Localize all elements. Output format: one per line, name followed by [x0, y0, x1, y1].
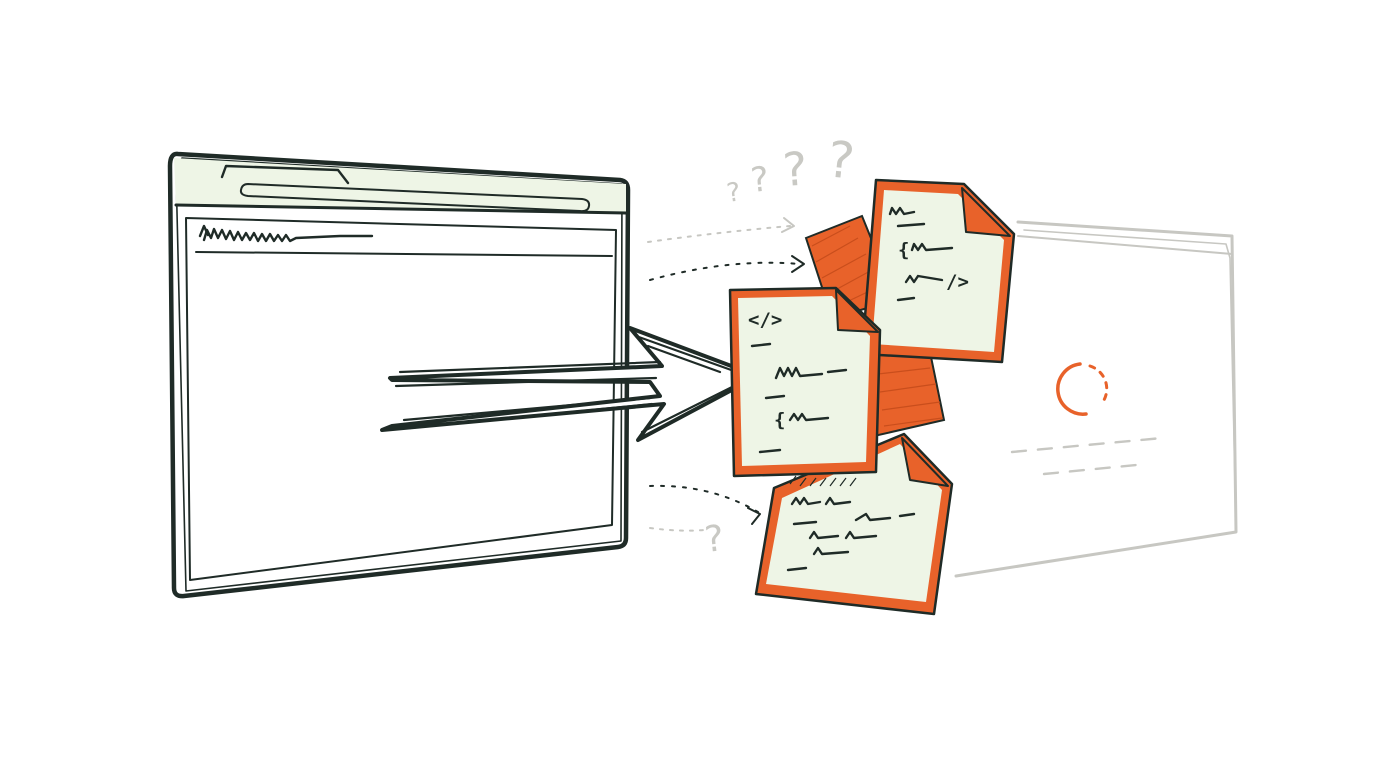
loading-spinner-dashes — [1088, 364, 1109, 402]
trajectory-top — [647, 225, 791, 243]
browser-window-icon — [167, 151, 631, 599]
question-mark-icon: ? — [725, 177, 743, 209]
faded-panel-frame-sketch — [1023, 229, 1237, 529]
trajectory-low-arrowhead — [747, 507, 761, 525]
code-line — [790, 496, 852, 506]
faded-panel-line-a — [1010, 436, 1164, 454]
code-line — [888, 206, 926, 228]
dotted-trajectories — [647, 217, 805, 532]
code-file-bottom-hatch — [789, 475, 857, 487]
code-file-icon: { /> — [860, 178, 1016, 364]
code-line — [910, 242, 954, 252]
faded-panel-frame — [954, 220, 1238, 578]
browser-content-frame — [185, 217, 617, 581]
code-line — [764, 394, 786, 400]
trajectory-mid-arrowhead — [791, 255, 805, 273]
code-line — [812, 546, 850, 556]
code-file-icon: </> { — [728, 286, 882, 478]
faded-app-panel — [954, 220, 1238, 578]
code-line — [758, 448, 782, 454]
arrow-sketch-lines — [394, 334, 750, 434]
browser-address-bar — [239, 182, 591, 213]
code-file-front-fold — [835, 289, 879, 333]
code-line — [896, 296, 916, 302]
code-file-bottom-fold — [901, 437, 949, 487]
trajectory-low — [649, 484, 759, 513]
code-line — [788, 412, 830, 422]
code-line-brace: { — [774, 409, 785, 431]
code-line — [904, 274, 944, 284]
code-file-stack: { /> </> { — [728, 178, 1016, 616]
code-line-brace: { — [898, 239, 909, 261]
loading-spinner-icon — [1056, 362, 1088, 416]
code-file-back-left-hatch — [811, 225, 881, 309]
browser-frame — [167, 151, 631, 599]
browser-header-divider — [195, 251, 613, 257]
code-line — [750, 342, 772, 348]
browser-heading-scribble-b — [198, 224, 210, 238]
faded-panel-divider — [1017, 235, 1233, 255]
browser-heading-scribble — [202, 227, 374, 243]
browser-tab — [220, 164, 350, 185]
big-arrow-icon — [380, 326, 760, 442]
code-line-tag: </> — [748, 309, 782, 331]
faded-panel-line-b — [1042, 462, 1148, 476]
code-line — [792, 512, 916, 526]
code-file-front-sheet — [738, 296, 870, 466]
question-mark-icon: ? — [825, 130, 857, 190]
code-file-bottom-sheet — [766, 444, 942, 602]
question-mark-icon: ? — [749, 159, 771, 201]
question-mark-icon: ? — [781, 141, 809, 197]
browser-title-bar-line — [174, 203, 628, 215]
question-mark-icon: ? — [703, 518, 726, 561]
trajectory-top-arrowhead — [781, 217, 795, 233]
code-line — [786, 566, 808, 572]
question-marks: ? ? ? ? ? — [703, 130, 858, 561]
trajectory-bottom — [649, 527, 705, 532]
code-line-tag: /> — [946, 271, 969, 293]
trajectory-mid — [649, 261, 801, 281]
code-file-top-fold — [961, 187, 1011, 237]
code-line — [808, 530, 878, 540]
code-line — [774, 366, 848, 380]
